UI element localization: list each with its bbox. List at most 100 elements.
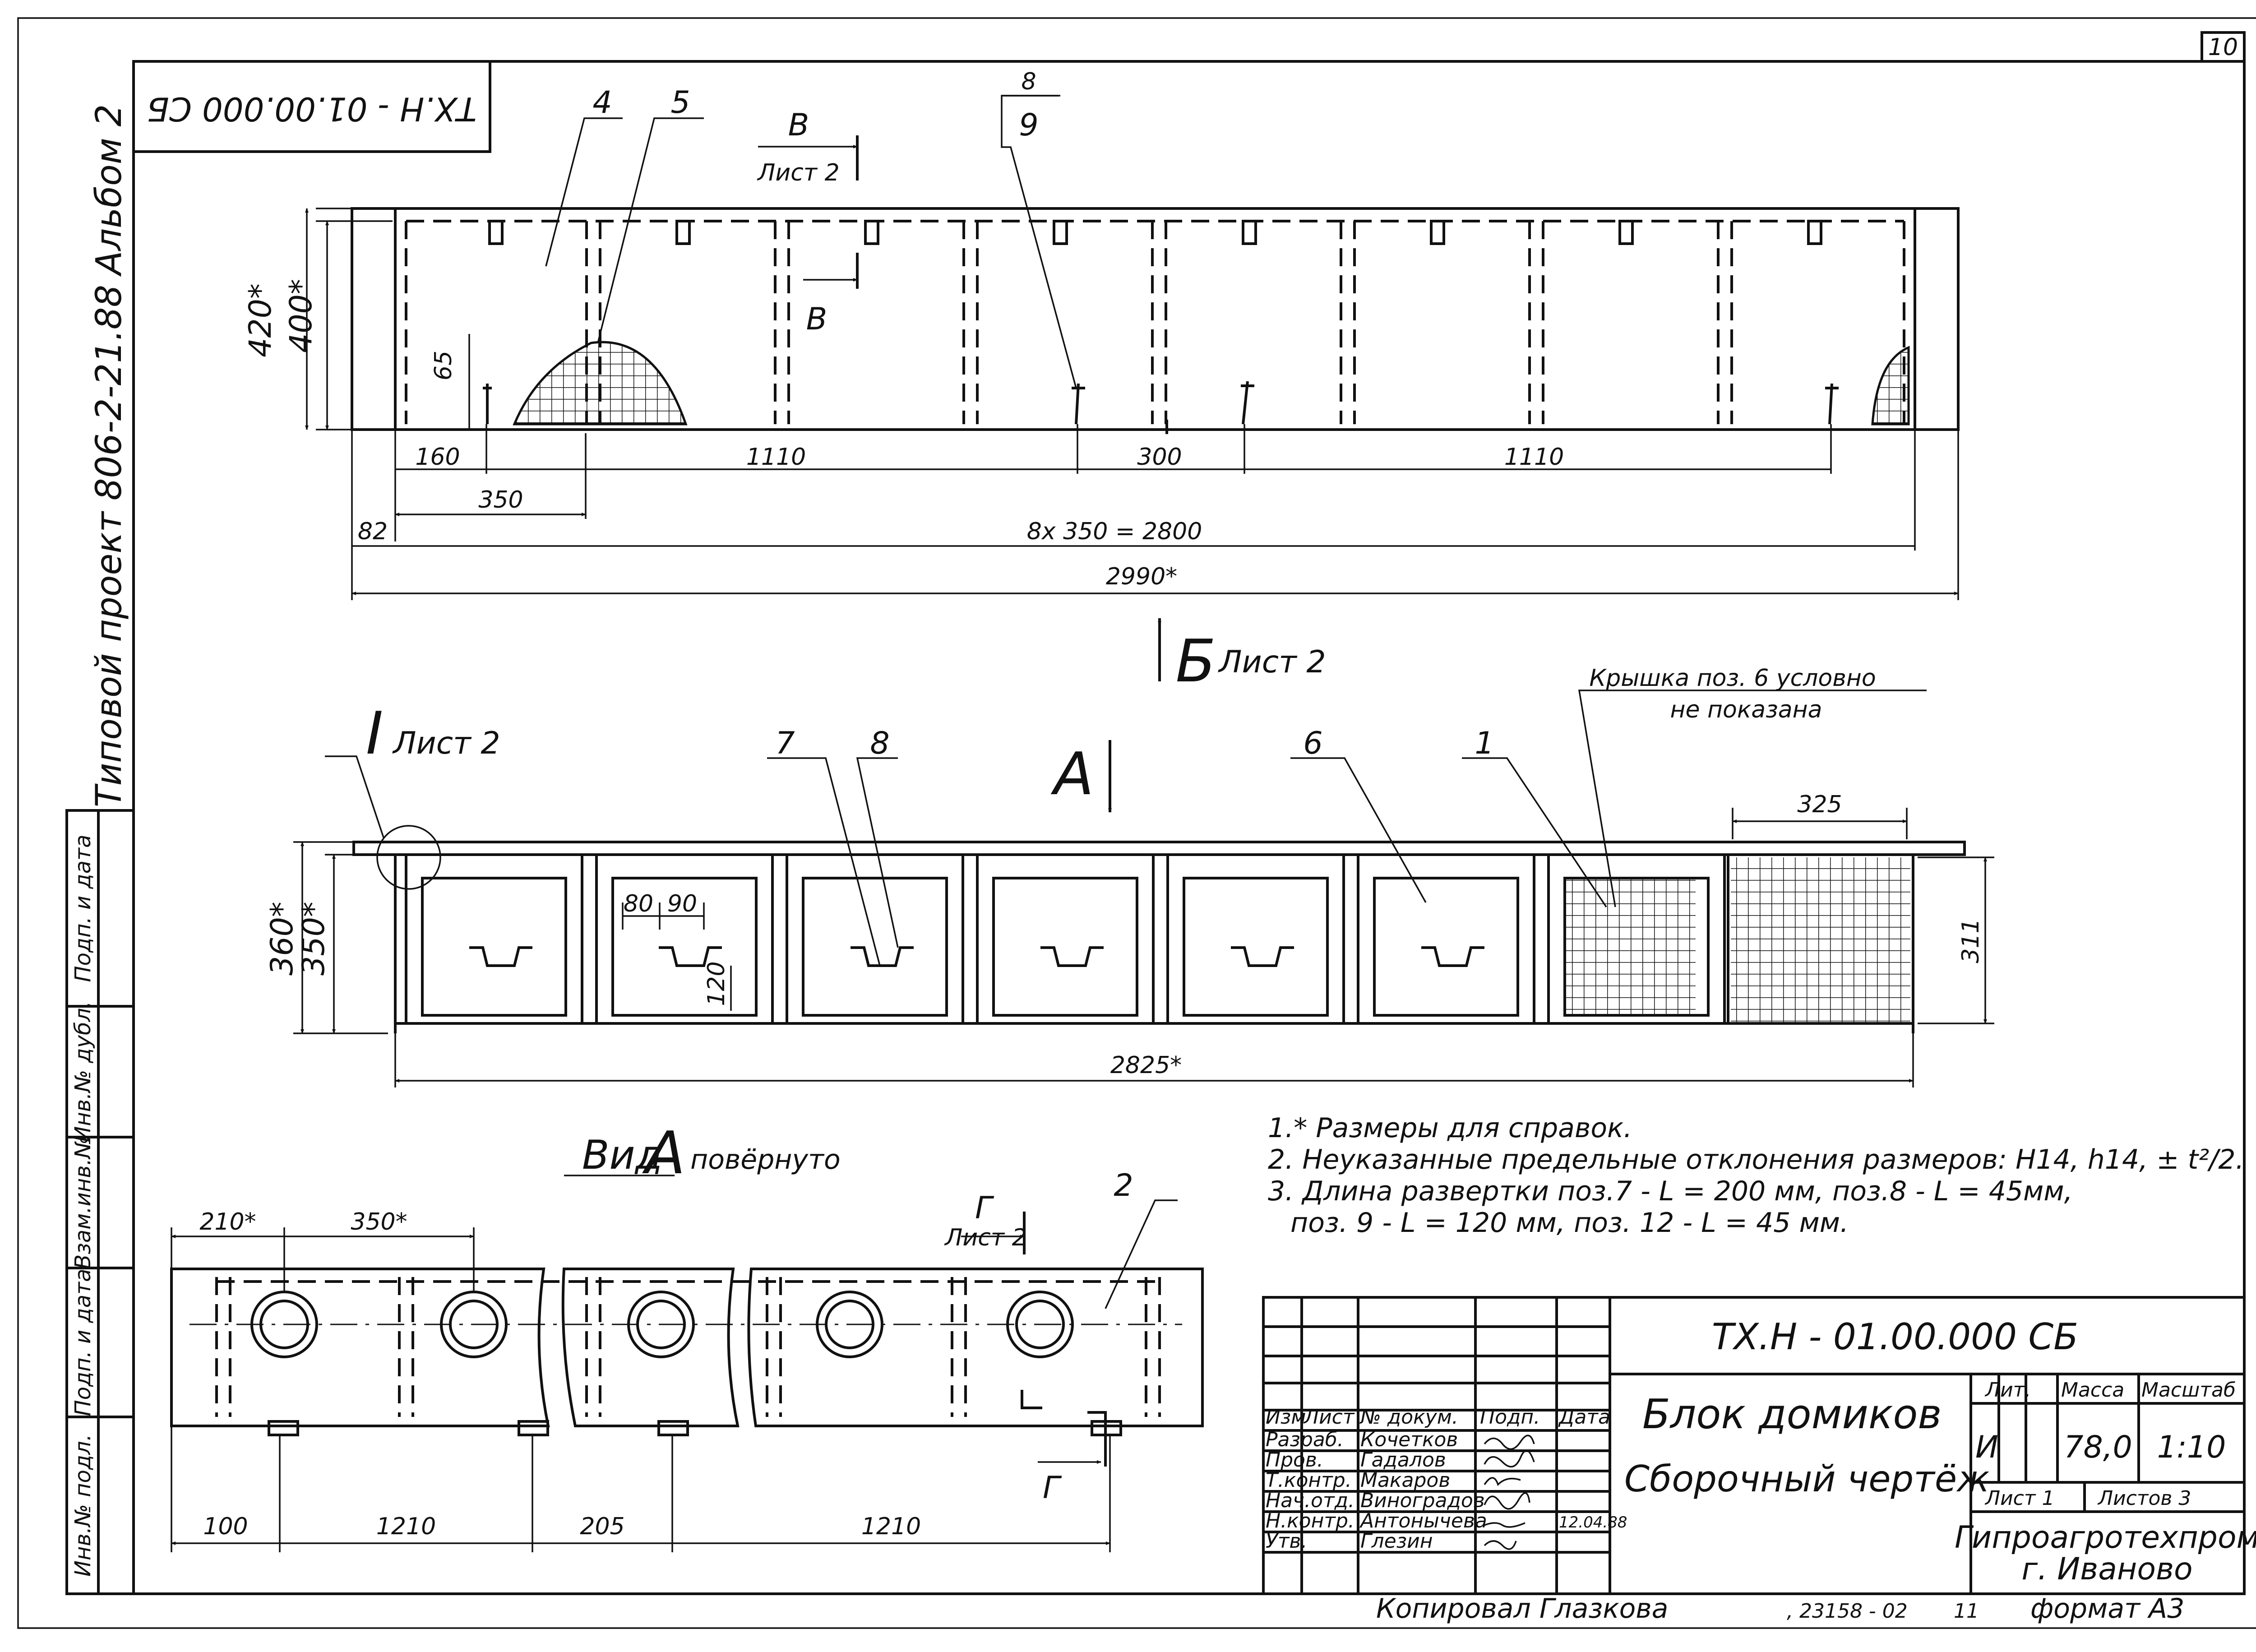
- page-number: 11: [1954, 1600, 1979, 1623]
- leader-8-front: 8: [870, 726, 889, 761]
- tb-name-1: Кочетков: [1360, 1428, 1458, 1451]
- compartment-1: [405, 853, 583, 1025]
- compartment-3: [786, 853, 964, 1025]
- dim-210: 210*: [199, 1208, 256, 1236]
- view-b-letter: Б: [1175, 627, 1216, 695]
- album-label: Альбом 2: [89, 104, 129, 277]
- note-4: поз. 9 - L = 120 мм, поз. 12 - L = 45 мм…: [1290, 1207, 1849, 1239]
- dim-1210-b: 1210: [861, 1513, 921, 1540]
- stamp-podp-data-2: Подп. и дата: [70, 835, 96, 982]
- tb-sheets-label: Листов 3: [2097, 1487, 2191, 1510]
- dim-80: 80: [624, 890, 653, 917]
- tb-doc-code: ТХ.Н - 01.00.000 СБ: [1712, 1316, 2078, 1358]
- leader-2: 2: [1114, 1168, 1133, 1203]
- dim-325: 325: [1797, 791, 1842, 818]
- bottom-title-letter: А: [642, 1119, 685, 1187]
- stamp-inv-dubl: Инв.№ дубл.: [70, 1001, 96, 1142]
- tb-name-1-line: Блок домиков: [1642, 1391, 1942, 1438]
- tb-col-podp: Подп.: [1480, 1406, 1540, 1429]
- stamp-podp-data-1: Подп. и дата: [70, 1269, 96, 1416]
- code-upside-down: ТХ.Н - 01.00.000 СБ: [147, 90, 476, 128]
- tb-col-list: Лист: [1303, 1406, 1355, 1429]
- tb-role-3: Т.контр.: [1266, 1469, 1352, 1492]
- dim-65: 65: [430, 351, 457, 380]
- detail-i: I: [366, 699, 383, 768]
- note-1: 1.* Размеры для справок.: [1268, 1112, 1632, 1144]
- tb-date-5: 12.04.88: [1559, 1513, 1627, 1532]
- compartment-8: [1727, 853, 1914, 1025]
- tb-mass-header: Масса: [2061, 1379, 2124, 1402]
- section-v-top: В: [788, 107, 809, 143]
- tb-lit-value: И: [1975, 1430, 1998, 1465]
- dim-2800: 8x 350 = 2800: [1027, 518, 1202, 545]
- dim-2825: 2825*: [1110, 1052, 1182, 1079]
- tb-mass-value: 78,0: [2064, 1430, 2132, 1465]
- stamp-inv-podl: Инв.№ подл.: [70, 1434, 96, 1577]
- leader-6: 6: [1303, 726, 1322, 761]
- tb-role-2: Пров.: [1266, 1448, 1323, 1472]
- tb-scale-header: Масштаб: [2141, 1379, 2236, 1402]
- signatures: [1484, 1435, 1535, 1550]
- view-a-letter: А: [1051, 740, 1094, 808]
- dim-1210-a: 1210: [376, 1513, 436, 1540]
- dim-1110-a: 1110: [746, 444, 806, 471]
- lid-note-2: не показана: [1670, 696, 1822, 723]
- dim-82: 82: [358, 518, 388, 545]
- tb-name-2: Гадалов: [1360, 1448, 1446, 1472]
- tb-role-5: Н.контр.: [1266, 1509, 1355, 1532]
- front-view: I Лист 2 А 7 8 6 1 Крышка поз. 6 условно…: [264, 665, 1994, 1087]
- dim-400: 400*: [283, 279, 319, 353]
- dim-350: 350: [478, 486, 523, 514]
- bottom-title-rot: повёрнуто: [690, 1144, 841, 1175]
- dim-420: 420*: [243, 283, 278, 357]
- section-g-low: Г: [1043, 1470, 1062, 1506]
- dim-120: 120: [703, 961, 730, 1006]
- bottom-title-word: Вид: [582, 1132, 662, 1178]
- tb-lit-header: Лит.: [1984, 1379, 2031, 1402]
- tb-name-5: Антонычева: [1359, 1509, 1487, 1532]
- bottom-view: Вид А повёрнуто: [170, 1119, 1204, 1552]
- leader-7: 7: [775, 726, 795, 761]
- format-label: формат А3: [2030, 1593, 2184, 1624]
- dim-350-front: 350*: [296, 902, 332, 976]
- sheet-number: 10: [2208, 34, 2238, 61]
- leader-4: 4: [592, 85, 612, 120]
- leader-1: 1: [1475, 726, 1494, 761]
- dim-311: 311: [1957, 918, 1984, 963]
- compartment-2: [595, 853, 774, 1025]
- compartment-4: [976, 853, 1155, 1025]
- dim-2990: 2990*: [1106, 563, 1177, 590]
- tb-name-4: Виноградов: [1360, 1489, 1485, 1512]
- dim-360: 360*: [264, 902, 300, 976]
- sheet-footer: Копировал Глазкова , 23158 - 02 11 форма…: [1376, 1593, 2184, 1624]
- tb-role-6: Утв.: [1266, 1530, 1307, 1553]
- tb-sheet-label: Лист 1: [1984, 1487, 2054, 1510]
- dim-100: 100: [203, 1513, 248, 1540]
- lid-note-1: Крышка поз. 6 условно: [1589, 665, 1876, 692]
- note-3: 3. Длина развертки поз.7 - L = 200 мм, п…: [1268, 1175, 2073, 1207]
- project-label: Типовой проект 806-2-21.88: [89, 285, 129, 807]
- compartment-7: [1547, 853, 1726, 1025]
- note-2: 2. Неуказанные предельные отклонения раз…: [1268, 1144, 2244, 1175]
- top-view: 4 5 8 9 В Лист 2 В 420* 400* 65: [243, 68, 1960, 695]
- dim-350-bottom: 350*: [351, 1208, 407, 1236]
- section-v-mid: В: [806, 301, 828, 337]
- tb-name-6: Глезин: [1360, 1530, 1433, 1553]
- dim-1110-b: 1110: [1504, 444, 1564, 471]
- dim-160: 160: [415, 444, 460, 471]
- order-number: , 23158 - 02: [1787, 1600, 1908, 1623]
- leader-5: 5: [670, 85, 690, 120]
- tb-name-3: Макаров: [1360, 1469, 1450, 1492]
- tb-col-izm: Изм: [1266, 1406, 1306, 1429]
- sheet-frame: 10 ТХ.Н - 01.00.000 СБ Альбом 2 Типовой …: [17, 17, 2256, 1629]
- view-b-sheet: Лист 2: [1217, 644, 1326, 680]
- detail-i-sheet: Лист 2: [392, 726, 500, 761]
- leader-8: 8: [1021, 68, 1036, 95]
- compartment-5: [1166, 853, 1345, 1025]
- side-stamp: Инв.№ подл. Подп. и дата Взам.инв.№ Инв.…: [65, 809, 135, 1595]
- section-g: Г: [975, 1190, 994, 1226]
- tb-scale-value: 1:10: [2157, 1430, 2226, 1465]
- leader-9: 9: [1019, 107, 1038, 143]
- tb-org-1: Гипроагротехпром: [1955, 1520, 2256, 1555]
